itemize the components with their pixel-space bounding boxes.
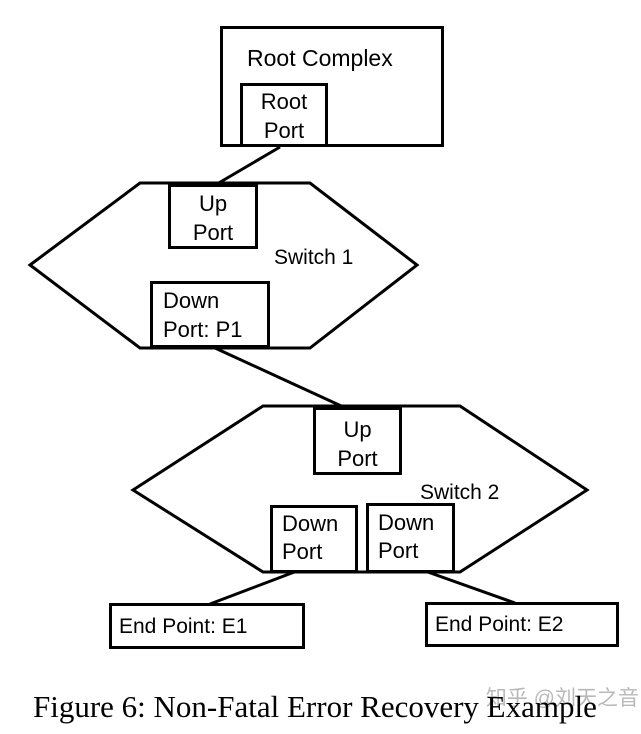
switch1-label: Switch 1 — [274, 246, 354, 269]
switch-1-hexagon — [27, 181, 420, 350]
switch2-up-port-label-line2: Port — [337, 446, 378, 471]
link-switch2-endpoint2-line — [424, 569, 516, 605]
figure-caption: Figure 6: Non-Fatal Error Recovery Examp… — [33, 689, 597, 724]
switch1-up-port-label-line1: Up — [198, 191, 228, 216]
endpoint-e2-label: End Point: E2 — [435, 613, 564, 636]
link-rootport-switch1-line — [216, 145, 281, 186]
root-port-label-line1: Root — [260, 89, 308, 114]
switch1-up-port-label-line2: Port — [192, 220, 234, 245]
root-port-label-line2: Port — [263, 118, 305, 143]
switch2-up-port-box: Up Port — [313, 407, 402, 475]
root-complex-label: Root Complex — [247, 45, 393, 71]
root-port-box: Root Port — [240, 83, 328, 147]
switch1-down-port-box: Down Port: P1 — [150, 281, 270, 348]
switch2-down-port-right-label-line1: Down — [378, 510, 435, 535]
zhihu-watermark: 知乎 @刘天之音 — [485, 687, 639, 710]
switch2-down-port-left-label-line2: Port — [282, 539, 323, 564]
switch2-up-port-label-line1: Up — [343, 417, 372, 442]
switch2-down-port-left-box: Down Port — [270, 505, 358, 573]
endpoint-e2-box: End Point: E2 — [425, 602, 619, 647]
switch-2-hexagon — [130, 404, 590, 574]
endpoint-e1-box: End Point: E1 — [109, 603, 305, 649]
link-switch1-switch2-line — [214, 346, 351, 412]
switch2-down-port-right-label-line2: Port — [378, 538, 419, 563]
switch2-down-port-right-box: Down Port — [366, 503, 455, 573]
switch2-label: Switch 2 — [420, 481, 500, 504]
endpoint-e1-label: End Point: E1 — [119, 614, 248, 638]
switch1-down-port-label-line1: Down — [163, 288, 220, 313]
link-switch2-endpoint1-line — [209, 569, 298, 606]
switch1-up-port-box: Up Port — [168, 184, 258, 249]
switch2-down-port-left-label-line1: Down — [282, 511, 339, 536]
switch1-down-port-label-line2: Port: P1 — [163, 317, 243, 342]
